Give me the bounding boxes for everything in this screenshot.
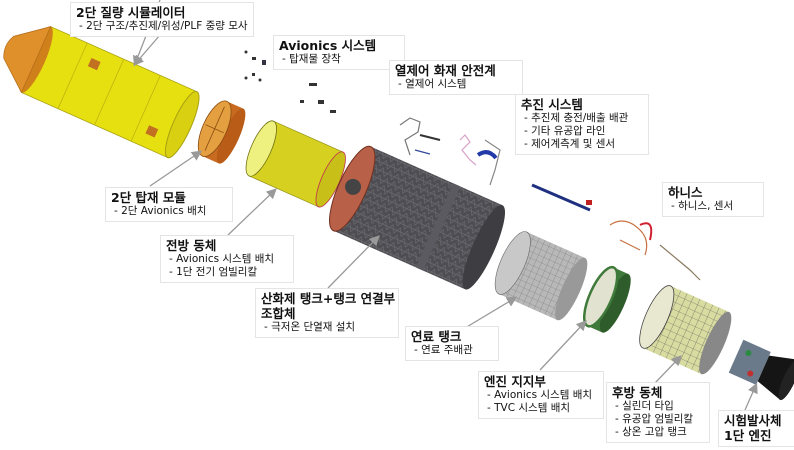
label-avionics: Avionics 시스템 - 탑재물 장착 (273, 35, 405, 70)
label-title: 연료 탱크 (411, 329, 462, 344)
label-title: 시험발사체 (724, 413, 782, 428)
label-item: - 실린더 타입 (615, 400, 674, 412)
label-mass-simulator: 2단 질량 시뮬레이터 - 2단 구조/추진제/위성/PLF 중량 모사 (70, 2, 254, 37)
label-item: - 제어계측계 및 센서 (524, 138, 616, 150)
label-title: 열제어 화재 안전계 (395, 63, 496, 78)
label-propulsion: 추진 시스템 - 추진제 충전/배출 배관 - 기타 유공압 라인 - 제어계측… (515, 94, 649, 155)
label-fuel-tank: 연료 탱크 - 연료 주배관 (405, 326, 499, 361)
plumbing-parts (399, 117, 701, 281)
label-item: - 2단 Avionics 배치 (114, 205, 207, 217)
callout-arrows (132, 0, 758, 411)
label-title: 2단 탑재 모듈 (111, 190, 186, 205)
label-forward-body: 전방 동체 - Avionics 시스템 배치 - 1단 전기 엄빌리칼 (160, 235, 294, 283)
label-item: - Avionics 시스템 배치 (487, 389, 593, 401)
forward-body-part (245, 120, 346, 208)
label-title: 엔진 지지부 (484, 374, 546, 389)
label-title: 산화제 탱크+탱크 연결부 (261, 291, 396, 306)
aft-body-part (639, 285, 732, 375)
label-item: - 탑재물 장착 (282, 53, 341, 65)
engine-part (728, 339, 794, 401)
label-title-line2: 조합체 (261, 306, 296, 321)
label-test-vehicle: 시험발사체 1단 엔진 (718, 410, 794, 447)
label-thermal: 열제어 화재 안전계 - 열제어 시스템 (389, 60, 523, 95)
label-item: - 열제어 시스템 (398, 78, 467, 90)
label-payload-module: 2단 탑재 모듈 - 2단 Avionics 배치 (105, 187, 233, 222)
label-title: 하니스 (668, 185, 703, 200)
label-title: 후방 동체 (612, 385, 663, 400)
label-oxidizer-tank: 산화제 탱크+탱크 연결부 조합체 - 극저온 단열재 설치 (255, 288, 399, 338)
label-title: 추진 시스템 (521, 97, 583, 112)
label-item: - 상온 고압 탱크 (615, 426, 687, 438)
label-title: Avionics 시스템 (279, 38, 377, 53)
label-engine-support: 엔진 지지부 - Avionics 시스템 배치 - TVC 시스템 배치 (478, 371, 604, 419)
label-item: - Avionics 시스템 배치 (169, 253, 275, 265)
label-harness: 하니스 - 하니스, 센서 (662, 182, 764, 217)
label-item: - TVC 시스템 배치 (487, 402, 571, 414)
engine-support-part (582, 265, 631, 333)
label-item: - 추진제 충전/배출 배관 (524, 112, 629, 124)
label-item: - 기타 유공압 라인 (524, 125, 606, 137)
label-item: - 하니스, 센서 (671, 200, 734, 212)
avionics-parts (244, 50, 336, 113)
label-aft-body: 후방 동체 - 실린더 타입 - 유공압 엄빌리칼 - 상온 고압 탱크 (606, 382, 710, 443)
label-item: - 연료 주배관 (414, 344, 473, 356)
fuel-tank-part (494, 231, 588, 321)
oxidizer-tank-part (329, 145, 506, 290)
label-item: - 극저온 단열재 설치 (264, 321, 356, 333)
label-item: - 1단 전기 엄빌리칼 (169, 266, 258, 278)
mass-simulator-part (3, 26, 200, 159)
label-item: - 2단 구조/추진제/위성/PLF 중량 모사 (79, 20, 248, 32)
label-title: 전방 동체 (166, 238, 217, 253)
label-title: 2단 질량 시뮬레이터 (76, 5, 186, 20)
label-title-line2: 1단 엔진 (724, 428, 772, 443)
payload-module-part (197, 100, 246, 164)
label-item: - 유공압 엄빌리칼 (615, 413, 694, 425)
